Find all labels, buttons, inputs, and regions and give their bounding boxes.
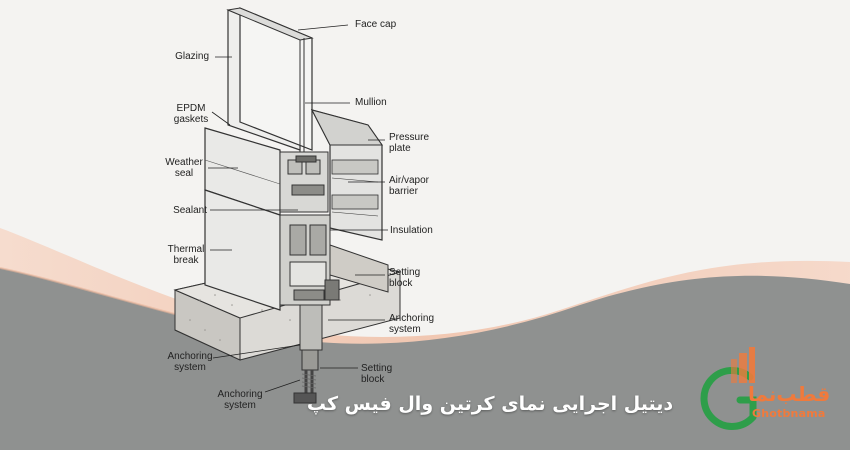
section-profile: [279, 151, 340, 306]
label-face-cap: Face cap: [355, 19, 397, 30]
label-pressure-plate: Pressure plate: [389, 132, 430, 154]
page-caption: دیتیل اجرایی نمای کرتین وال فیس کپ: [306, 393, 674, 415]
label-weather-seal: Weather seal: [165, 157, 203, 179]
label-sealant: Sealant: [173, 205, 207, 216]
label-thermal-break: Thermal break: [167, 244, 205, 266]
label-anchoring-system-right: Anchoring system: [389, 313, 435, 335]
anchor-bracket: [293, 304, 323, 404]
label-epdm-gaskets: EPDM gaskets: [173, 103, 209, 125]
logo-text-fa: قطب‌نما: [748, 382, 831, 406]
mullion-profile: [310, 109, 383, 241]
label-air-vapor-barrier: Air/vapor barrier: [389, 175, 430, 197]
leader-lines: [208, 24, 388, 393]
label-anchoring-system-bottom: Anchoring system: [217, 389, 263, 411]
transom-face: [204, 127, 281, 311]
label-glazing: Glazing: [175, 51, 209, 62]
ghotbnama-logo: [700, 347, 757, 430]
label-anchoring-system-left: Anchoring system: [167, 351, 213, 373]
glass-panes: [226, 7, 314, 155]
label-setting-block-lower: Setting block: [361, 363, 393, 385]
label-insulation: Insulation: [390, 225, 433, 236]
label-setting-block-upper: Setting block: [389, 267, 421, 289]
logo-text-en: Ghotbnama: [752, 407, 826, 420]
label-mullion: Mullion: [355, 97, 387, 108]
